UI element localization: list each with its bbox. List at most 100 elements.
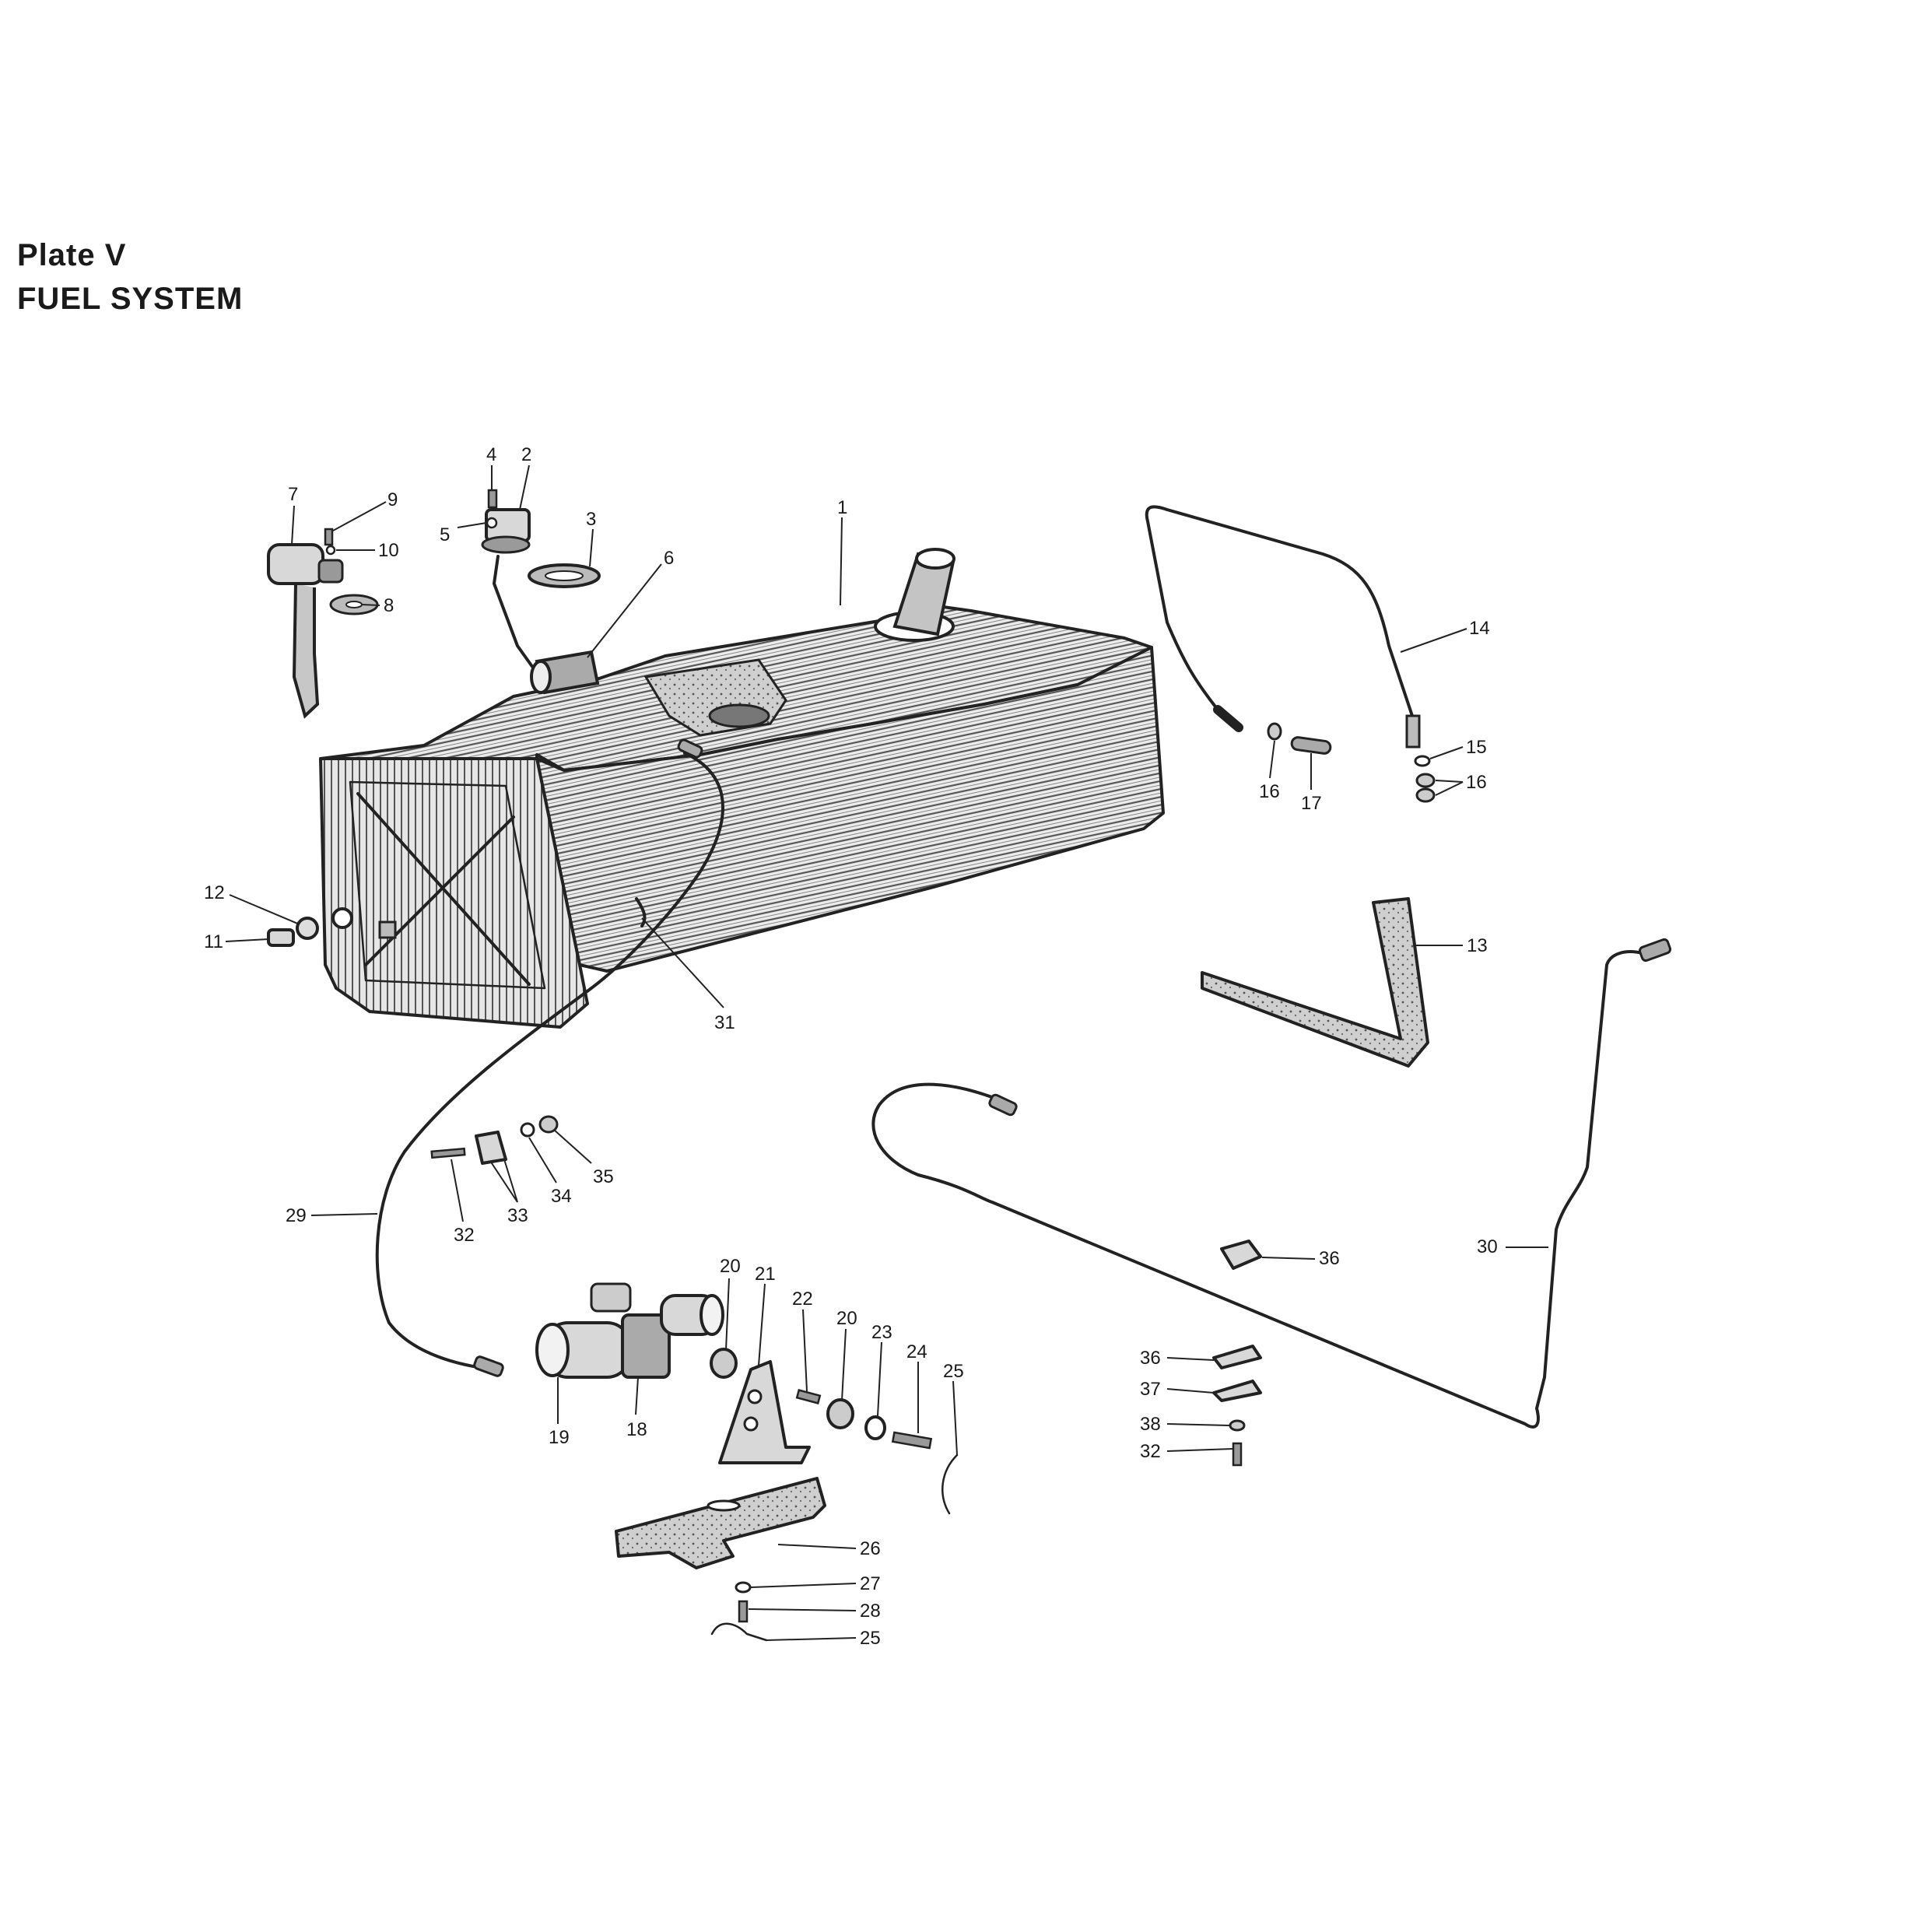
callout-16a: 16: [1259, 781, 1280, 802]
clip-33: [475, 1131, 507, 1165]
pickup-outlet: [317, 559, 344, 584]
callout-6: 6: [664, 548, 674, 569]
fuel-pipe-front: [871, 950, 1643, 1429]
callout-10: 10: [378, 540, 399, 561]
callout-25a: 25: [943, 1361, 964, 1382]
leader-3: [589, 528, 594, 567]
vent-washer: [1414, 755, 1431, 767]
callout-8: 8: [384, 595, 394, 616]
leader-18: [635, 1376, 639, 1415]
tank-unit-washer: [486, 517, 498, 529]
leader-31: [641, 917, 724, 1008]
pipe-clip-36-upper: [1220, 1239, 1262, 1270]
callout-29: 29: [286, 1205, 307, 1226]
callout-17: 17: [1301, 793, 1322, 814]
leader-33-right: [503, 1159, 518, 1203]
callout-32a: 32: [454, 1225, 475, 1246]
leader-16a: [1269, 740, 1275, 779]
vent-nut: [1267, 722, 1282, 741]
pump-outlet-end: [700, 1294, 724, 1336]
callout-21: 21: [755, 1264, 776, 1285]
leader-25a: [952, 1380, 958, 1456]
callout-36b: 36: [1140, 1348, 1161, 1369]
fuel-pipe-rear-union-bottom: [473, 1355, 504, 1377]
pickup-washer: [325, 545, 336, 556]
clip-nut-38: [1229, 1419, 1246, 1432]
callout-23: 23: [871, 1322, 892, 1343]
fuel-pipe-rear-union-top: [677, 738, 703, 759]
tank-gauge-unit: [481, 489, 601, 695]
callout-3: 3: [586, 509, 596, 530]
fuel-pipe-front-union-left: [988, 1093, 1018, 1117]
callout-20b: 20: [836, 1308, 857, 1329]
rubber-mount-right: [826, 1398, 854, 1429]
gauge-float-end: [530, 660, 552, 694]
leader-29: [310, 1213, 378, 1216]
rubber-mount-left: [710, 1348, 738, 1379]
callout-31: 31: [714, 1012, 735, 1033]
leader-20a: [725, 1278, 730, 1351]
plate-title: FUEL SYSTEM: [17, 282, 244, 316]
callout-19: 19: [549, 1427, 570, 1448]
callout-4: 4: [486, 444, 496, 465]
callout-12: 12: [204, 882, 225, 903]
tank-unit-gasket-hole: [545, 570, 584, 581]
clip-screw-32-left: [430, 1147, 466, 1159]
vent-nut-lower: [1415, 787, 1436, 803]
callout-26: 26: [860, 1538, 881, 1559]
leader-lines: [225, 465, 1548, 1641]
leader-15: [1429, 746, 1464, 759]
leader-28: [748, 1608, 857, 1611]
callout-38: 38: [1140, 1414, 1161, 1435]
leader-7: [291, 505, 295, 545]
callout-numbers: 1 2 3 4 5 6 7 8 9 10 11 12 13 14 15 16 1…: [204, 444, 1498, 1649]
leader-36a: [1261, 1257, 1316, 1260]
callout-20a: 20: [720, 1256, 741, 1277]
nut-35: [538, 1115, 559, 1134]
leader-21: [758, 1283, 766, 1366]
pickup-gasket-hole: [345, 601, 363, 608]
callout-30: 30: [1477, 1236, 1498, 1257]
pump-bracket-assembly: [710, 1348, 959, 1515]
callout-24: 24: [906, 1341, 927, 1362]
pump-union-top: [590, 1282, 632, 1313]
pipe-clip: [635, 897, 647, 927]
leader-1: [840, 517, 843, 606]
leader-27: [750, 1583, 857, 1588]
leader-38: [1166, 1423, 1230, 1426]
callout-1: 1: [837, 497, 847, 518]
bracket-stud: [795, 1389, 822, 1404]
leader-14: [1400, 628, 1467, 653]
small-clip-parts: [430, 1115, 559, 1165]
leader-16b-lower: [1435, 781, 1464, 796]
callout-9: 9: [387, 489, 398, 510]
tank-end-bracket: [378, 920, 397, 939]
washer-34: [520, 1122, 535, 1138]
tank-end-cross-2: [364, 815, 515, 966]
vent-pipe-end-right: [1405, 714, 1421, 749]
vent-pipe: [1145, 505, 1414, 721]
leader-26: [777, 1544, 857, 1549]
tank-drain-boss: [331, 907, 353, 929]
pipe-clip-36-lower: [1212, 1345, 1262, 1369]
gauge-unit-arm: [493, 555, 538, 675]
callout-33: 33: [507, 1205, 528, 1226]
bracket-hole-lower: [743, 1416, 759, 1432]
callout-16b: 16: [1466, 772, 1487, 793]
leader-20b: [841, 1328, 847, 1401]
callout-34: 34: [551, 1186, 572, 1207]
leader-32a: [451, 1159, 464, 1222]
callout-5: 5: [440, 524, 450, 545]
drain-plug-body: [267, 928, 295, 947]
callout-13: 13: [1467, 935, 1488, 956]
tank-recess-hole: [708, 703, 770, 728]
pickup-tube: [292, 583, 320, 719]
leader-25b: [766, 1637, 857, 1641]
leader-37: [1166, 1388, 1215, 1394]
callout-11: 11: [204, 931, 223, 952]
leader-11: [225, 938, 269, 942]
bracket-washer: [864, 1415, 886, 1440]
pipe-clip-cover-37: [1212, 1380, 1262, 1402]
vent-pipe-end-left: [1213, 705, 1243, 732]
